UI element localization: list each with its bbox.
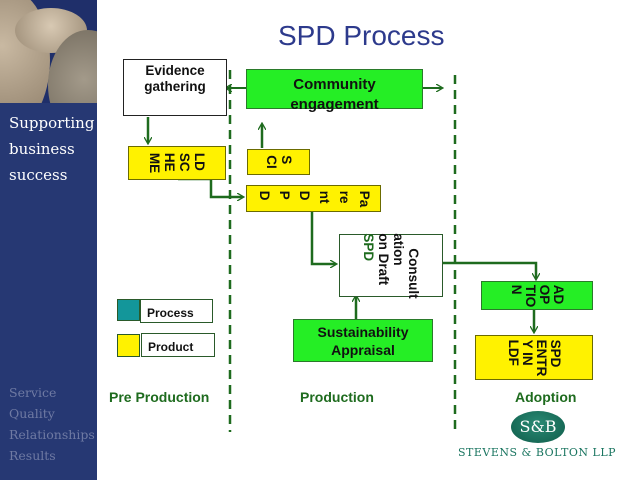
value-item: Quality — [9, 406, 55, 421]
logo-emblem: S&B — [511, 411, 565, 443]
community-engagement-label: Community engagement — [290, 76, 379, 113]
arrow-parent-consultation — [310, 211, 336, 264]
value-item: Relationships — [9, 427, 95, 442]
arrow-consultation-adoption — [443, 261, 536, 279]
parent-dpd-box: Pa re nt D P D — [246, 185, 381, 212]
logo-name: STEVENS & BOLTON LLP — [458, 446, 617, 459]
legend-process-label: Process — [147, 306, 194, 320]
parent-dpd-label: Pa re nt D P D — [256, 190, 372, 207]
legend-process-swatch — [117, 299, 140, 321]
stage-pre-production: Pre Production — [109, 389, 210, 405]
page-title: SPD Process — [278, 20, 445, 51]
sustainability-appraisal-label: Sustainability Appraisal — [317, 324, 409, 358]
legend-product-swatch — [117, 334, 140, 357]
evidence-gathering-box: Evidence gathering — [123, 59, 227, 116]
ld-scheme-box: LD SC HE ME — [128, 146, 226, 180]
evidence-gathering-label: Evidence gathering — [144, 63, 206, 94]
adoption-box: AD OP TIO N — [481, 281, 593, 310]
consultation-spd-label: SPD — [361, 232, 376, 261]
legend-product-box: Product — [141, 333, 215, 357]
arrow-ldscheme-parent — [178, 177, 243, 197]
tagline-line: Supporting — [9, 114, 95, 132]
value-item: Results — [9, 448, 56, 463]
community-engagement-box: Community engagement — [246, 69, 423, 113]
tagline-line: business — [9, 140, 75, 158]
values-list: Service Quality Relationships Results — [9, 382, 95, 466]
sci-label: S CI — [263, 155, 294, 169]
spd-entry-label: SPD ENTR Y IN LDF — [506, 339, 563, 376]
tagline-line: success — [9, 166, 68, 184]
sidebar: Supporting business success Service Qual… — [0, 0, 97, 480]
stones-image — [0, 0, 97, 103]
logo-monogram: S&B — [519, 417, 557, 436]
stage-production: Production — [300, 389, 374, 405]
spd-entry-box: SPD ENTR Y IN LDF — [475, 335, 593, 380]
stage-adoption: Adoption — [515, 389, 577, 405]
ld-scheme-label: LD SC HE ME — [147, 152, 207, 174]
sci-box: S CI — [247, 149, 310, 175]
sustainability-appraisal-box: Sustainability Appraisal — [293, 319, 433, 362]
legend-product-label: Product — [148, 340, 194, 354]
value-item: Service — [9, 385, 57, 400]
legend-process-box: Process — [140, 299, 213, 323]
tagline: Supporting business success — [9, 110, 94, 188]
consultation-main-label: Consult ation on Draft — [376, 232, 421, 299]
adoption-label: AD OP TIO N — [509, 284, 566, 307]
